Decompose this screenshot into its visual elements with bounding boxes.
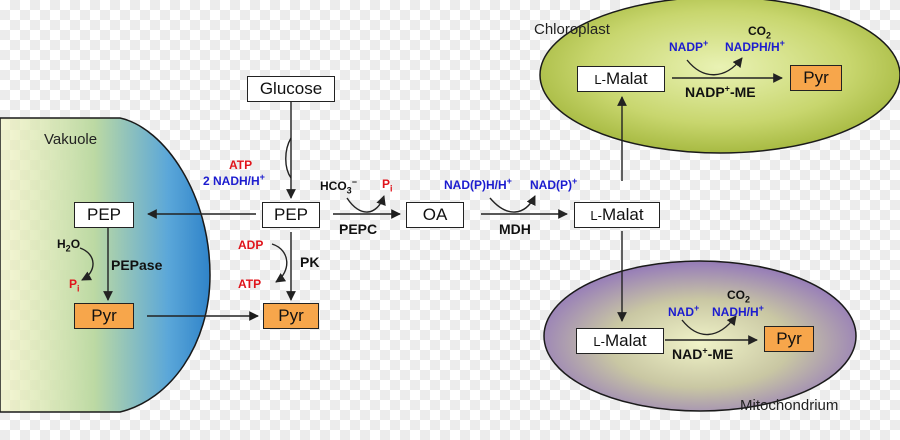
curve-nadp-me-cofactors bbox=[686, 57, 743, 76]
curve-pepase-cofactors bbox=[79, 247, 94, 281]
pep-vacuole-box: PEP bbox=[74, 202, 134, 228]
malat-cytosol-box: L-Malat bbox=[574, 202, 660, 228]
glucose-box: Glucose bbox=[247, 76, 335, 102]
mito-co2-label: CO2 bbox=[727, 288, 751, 305]
pk-atp-label: ATP bbox=[238, 277, 262, 291]
chloroplast-nadp-label: NADP+ bbox=[669, 38, 709, 54]
bicarbonate-label: HCO3− bbox=[320, 177, 357, 196]
chloroplast-label: Chloroplast bbox=[534, 21, 610, 38]
mdh-output-label: NAD(P)+ bbox=[530, 176, 578, 192]
nadp-me-label: NADP+-ME bbox=[685, 83, 756, 100]
oa-box: OA bbox=[406, 202, 464, 228]
glycolysis-atp-label: ATP bbox=[229, 158, 253, 172]
pk-label: PK bbox=[300, 254, 320, 270]
curve-glycolysis-cofactors bbox=[285, 137, 292, 179]
water-label: H2O bbox=[57, 237, 81, 254]
malat-chloroplast-box: L-Malat bbox=[577, 66, 665, 92]
chloroplast-shape bbox=[539, 0, 900, 154]
glycolysis-nadh-label: 2 NADH/H+ bbox=[203, 172, 265, 188]
curve-pepc-cofactors bbox=[346, 195, 386, 213]
pepc-pi-label: Pi bbox=[382, 177, 393, 194]
pk-adp-label: ADP bbox=[238, 238, 264, 252]
malat-mito-box: L-Malat bbox=[576, 328, 664, 354]
mdh-input-label: NAD(P)H/H+ bbox=[444, 176, 512, 192]
chloroplast-co2-label: CO2 bbox=[748, 24, 772, 41]
mitochondrium-label: Mitochondrium bbox=[740, 397, 839, 414]
vacuole-shape bbox=[0, 117, 211, 413]
pepase-label: PEPase bbox=[111, 257, 163, 273]
curve-nad-me-cofactors bbox=[681, 315, 737, 336]
pep-cytosol-box: PEP bbox=[262, 202, 320, 228]
vacuole-label: Vakuole bbox=[44, 131, 98, 148]
pepc-label: PEPC bbox=[339, 221, 378, 237]
curve-mdh-cofactors bbox=[489, 195, 536, 213]
pyr-vacuole-box: Pyr bbox=[74, 303, 134, 329]
mito-nadh-label: NADH/H+ bbox=[712, 303, 764, 319]
pyr-mito-box: Pyr bbox=[764, 326, 814, 352]
curve-pk-cofactors bbox=[271, 243, 288, 283]
pyr-chloroplast-box: Pyr bbox=[790, 65, 842, 91]
pepase-pi-label: Pi bbox=[69, 277, 80, 294]
nad-me-label: NAD+-ME bbox=[672, 345, 734, 362]
mdh-label: MDH bbox=[499, 221, 531, 237]
chloroplast-nadph-label: NADPH/H+ bbox=[725, 38, 785, 54]
mito-nad-label: NAD+ bbox=[668, 303, 700, 319]
pyr-cytosol-box: Pyr bbox=[263, 303, 319, 329]
